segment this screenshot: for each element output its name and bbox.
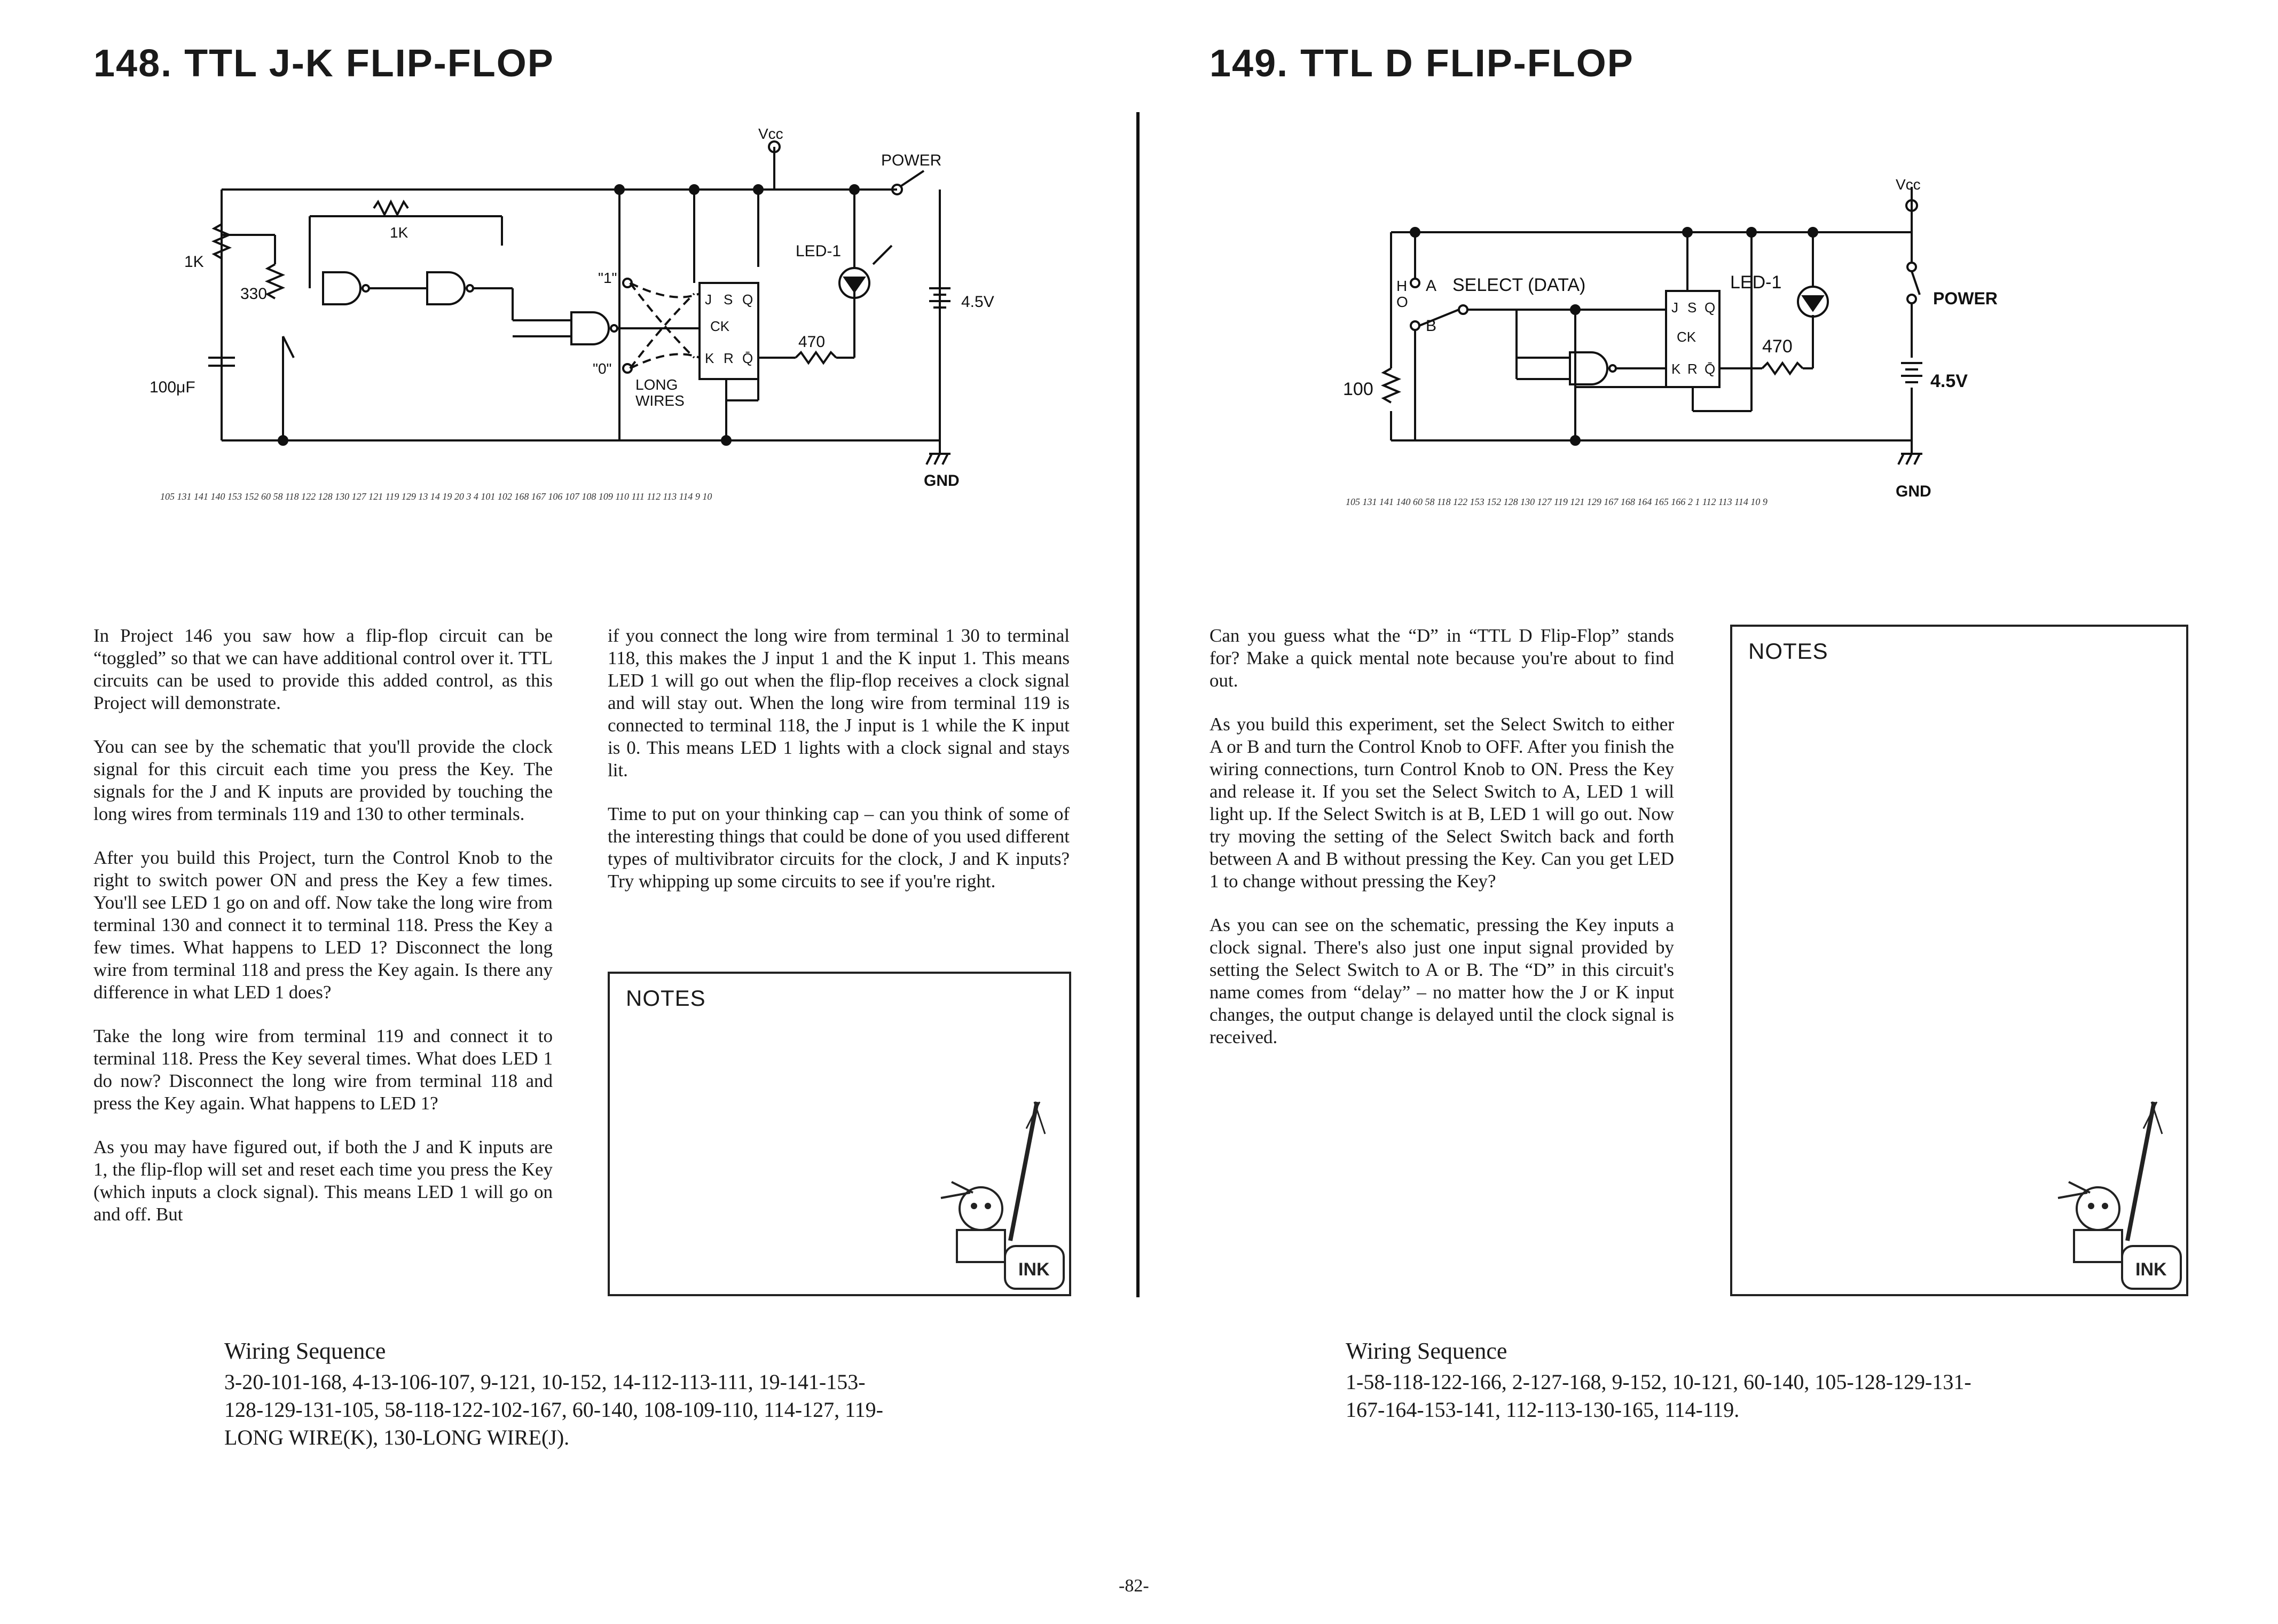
battery-label: 4.5V	[961, 293, 994, 311]
paragraph: Time to put on your thinking cap – can y…	[608, 803, 1070, 892]
ff-pin-s: S	[1687, 299, 1696, 316]
wiring-line: 167-164-153-141, 112-113-130-165, 114-11…	[1346, 1398, 1740, 1422]
select-o-label: O	[1396, 294, 1408, 310]
jk-flip-flop-schematic: Vcc POWER GND LED-1 4.5V 470 1K 330 1K 1…	[150, 123, 1015, 507]
power-label: POWER	[1933, 289, 1998, 308]
select-a-label: A	[1426, 277, 1436, 295]
input-one-label: "1"	[598, 270, 617, 286]
ff-pin-k: K	[1671, 361, 1681, 377]
left-text-column-1: In Project 146 you saw how a flip-flop c…	[93, 625, 553, 1247]
ink-label: INK	[2135, 1259, 2167, 1280]
gnd-label: GND	[924, 472, 960, 490]
select-h-label: H	[1396, 278, 1407, 294]
ff-pin-s: S	[724, 291, 733, 308]
ff-pin-k: K	[705, 350, 714, 366]
paragraph: In Project 146 you saw how a flip-flop c…	[93, 625, 553, 713]
terminal-numbers: 105 131 141 140 153 152 60 58 118 122 12…	[160, 491, 1015, 502]
battery-label: 4.5V	[1930, 371, 1968, 391]
paragraph: After you build this Project, turn the C…	[93, 847, 553, 1003]
resistor-1k-b-label: 1K	[390, 224, 409, 241]
power-label: POWER	[881, 152, 941, 169]
resistor-470-label: 470	[798, 333, 825, 351]
led-label: LED-1	[1730, 272, 1781, 293]
ink-mascot-icon: INK	[940, 1101, 1065, 1290]
right-text-column: Can you guess what the “D” in “TTL D Fli…	[1209, 625, 1674, 1070]
resistor-470-label: 470	[1762, 336, 1793, 357]
paragraph: As you may have figured out, if both the…	[93, 1137, 553, 1225]
paragraph: You can see by the schematic that you'll…	[93, 736, 553, 824]
d-flip-flop-schematic: Vcc POWER GND LED-1 4.5V 470 100 SELECT …	[1343, 176, 2093, 508]
ff-pin-qbar: Q̄	[742, 350, 753, 366]
paragraph: Take the long wire from terminal 119 and…	[93, 1026, 553, 1114]
wiring-line: 1-58-118-122-166, 2-127-168, 9-152, 10-1…	[1346, 1370, 1971, 1394]
led-label: LED-1	[796, 242, 841, 260]
ff-pin-r: R	[724, 350, 734, 366]
notes-label: NOTES	[626, 986, 706, 1011]
wiring-title: Wiring Sequence	[1346, 1338, 1507, 1364]
resistor-330-label: 330	[240, 285, 267, 303]
resistor-100-label: 100	[1343, 379, 1373, 399]
paragraph: Can you guess what the “D” in “TTL D Fli…	[1209, 625, 1674, 691]
right-wiring-sequence: Wiring Sequence 1-58-118-122-166, 2-127-…	[1346, 1337, 2147, 1424]
page-number: -82-	[1119, 1576, 1149, 1596]
gnd-label: GND	[1896, 483, 1931, 500]
ff-pin-j: J	[705, 291, 712, 308]
paragraph: if you connect the long wire from termin…	[608, 625, 1070, 781]
notes-label: NOTES	[1748, 638, 1828, 664]
wiring-title: Wiring Sequence	[224, 1338, 386, 1364]
paragraph: As you can see on the schematic, pressin…	[1209, 915, 1674, 1047]
select-data-label: SELECT (DATA)	[1452, 275, 1585, 295]
left-wiring-sequence: Wiring Sequence 3-20-101-168, 4-13-106-1…	[224, 1337, 983, 1452]
page-divider	[1136, 112, 1140, 1297]
input-zero-label: "0"	[593, 360, 611, 377]
notes-box[interactable]: NOTES INK	[608, 972, 1071, 1296]
terminal-list-label: 105 131 141 140 60 58 118 122 153 152 12…	[1346, 496, 1768, 507]
wiring-line: LONG WIRE(K), 130-LONG WIRE(J).	[224, 1425, 570, 1449]
resistor-1k-label: 1K	[184, 253, 204, 271]
left-text-column-2: if you connect the long wire from termin…	[608, 625, 1070, 914]
ff-pin-ck: CK	[710, 318, 730, 334]
wiring-line: 3-20-101-168, 4-13-106-107, 9-121, 10-15…	[224, 1370, 866, 1394]
paragraph: As you build this experiment, set the Se…	[1209, 714, 1674, 892]
long-wires-label-2: WIRES	[635, 392, 685, 409]
long-wires-label-1: LONG	[635, 376, 678, 393]
ff-pin-ck: CK	[1677, 329, 1696, 345]
project-148-title: 148. TTL J-K FLIP-FLOP	[93, 42, 554, 85]
project-149-title: 149. TTL D FLIP-FLOP	[1209, 42, 1634, 85]
ink-mascot-icon: INK	[2057, 1101, 2182, 1290]
capacitor-label: 100μF	[150, 379, 195, 396]
ff-pin-q: Q	[1704, 299, 1715, 316]
notes-box[interactable]: NOTES INK	[1730, 625, 2188, 1296]
vcc-label: Vcc	[758, 125, 783, 142]
terminal-numbers: 105 131 141 140 60 58 118 122 153 152 12…	[1346, 496, 2093, 508]
wiring-line: 128-129-131-105, 58-118-122-102-167, 60-…	[224, 1398, 883, 1422]
ff-pin-qbar: Q̄	[1704, 361, 1715, 377]
select-b-label: B	[1426, 317, 1436, 335]
terminal-list-label: 105 131 141 140 153 152 60 58 118 122 12…	[160, 491, 712, 502]
ff-pin-q: Q	[742, 291, 753, 308]
ink-label: INK	[1018, 1259, 1050, 1280]
vcc-label: Vcc	[1896, 176, 1921, 193]
ff-pin-j: J	[1671, 299, 1678, 316]
ff-pin-r: R	[1687, 361, 1698, 377]
